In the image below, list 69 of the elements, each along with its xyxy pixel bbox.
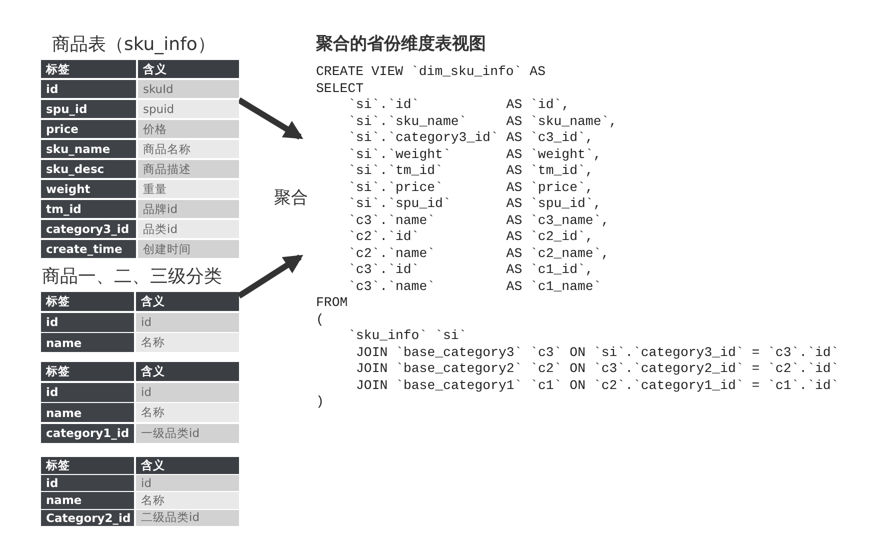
field-name: id [41, 312, 134, 332]
field-meaning: 商品名称 [138, 140, 239, 158]
column-header: 标签 [41, 292, 134, 311]
column-header: 含义 [136, 362, 239, 381]
sql-code-line: JOIN `base_category2` `c2` ON `c3`.`category2_id` = `c2`.`id` [356, 361, 839, 378]
field-name: sku_desc [41, 160, 136, 178]
aggregate-label: 聚合 [274, 187, 308, 209]
sql-code-line: `c3`.`name` AS `c3_name`, [348, 212, 610, 229]
view-title: 聚合的省份维度表视图 [316, 33, 486, 55]
field-meaning: id [136, 382, 239, 402]
sql-code-line: FROM [316, 295, 348, 312]
field-name: id [41, 474, 134, 491]
field-meaning: 创建时间 [138, 240, 239, 258]
table-title: 商品一、二、三级分类 [42, 265, 222, 288]
column-header: 标签 [41, 362, 134, 381]
field-name: category3_id [41, 220, 136, 238]
field-meaning: id [136, 312, 239, 332]
sql-code-line: ) [316, 394, 324, 410]
field-meaning: 二级品类id [136, 510, 239, 526]
field-meaning: spuid [138, 100, 239, 118]
field-meaning: id [136, 474, 239, 491]
sql-code-line: `si`.`category3_id` AS `c3_id`, [348, 130, 594, 146]
sql-code-line: `c2`.`id` AS `c2_id`, [348, 229, 594, 246]
field-name: weight [41, 180, 136, 198]
sql-code-line: `si`.`sku_name` AS `sku_name`, [348, 114, 618, 130]
sql-code-line: `c3`.`id` AS `c1_id`, [348, 262, 594, 278]
field-meaning: 重量 [138, 180, 239, 198]
field-name: Category2_id [41, 510, 134, 526]
field-meaning: skuId [138, 80, 239, 98]
sql-code-line: `sku_info` `si` [348, 328, 467, 344]
sql-code-line: JOIN `base_category3` `c3` ON `si`.`category3_id` = `c3`.`id` [356, 344, 839, 361]
field-meaning: 品类id [138, 220, 239, 238]
field-name: id [41, 382, 134, 402]
column-header: 含义 [138, 60, 239, 78]
field-meaning: 品牌id [138, 200, 239, 218]
field-name: create_time [41, 240, 136, 258]
sql-code-line: ( [316, 312, 324, 328]
field-name: tm_id [41, 200, 136, 218]
column-header: 标签 [41, 60, 136, 78]
sql-code-line: `si`.`tm_id` AS `tm_id`, [348, 163, 594, 180]
sql-code-line: SELECT [316, 80, 364, 97]
field-name: name [41, 403, 134, 422]
field-name: price [41, 120, 136, 138]
sql-code-line: `c2`.`name` AS `c2_name`, [348, 246, 610, 262]
sql-code-line: `c3`.`name` AS `c1_name` [348, 278, 602, 295]
sql-code-line: `si`.`spu_id` AS `spu_id`, [348, 196, 602, 212]
field-meaning: 名称 [136, 403, 239, 422]
column-header: 标签 [41, 457, 134, 474]
sql-code-line: `si`.`weight` AS `weight`, [348, 146, 602, 163]
field-name: sku_name [41, 140, 136, 158]
column-header: 含义 [136, 457, 239, 474]
field-meaning: 名称 [136, 492, 239, 508]
sql-code-line: `si`.`id` AS `id`, [348, 97, 570, 114]
field-name: name [41, 492, 134, 508]
sql-code-line: JOIN `base_category1` `c1` ON `c2`.`category1_id` = `c1`.`id` [356, 378, 839, 394]
field-meaning: 名称 [136, 333, 239, 352]
arrow [237, 254, 304, 299]
field-meaning: 价格 [138, 120, 239, 138]
column-header: 含义 [136, 292, 239, 311]
field-name: name [41, 333, 134, 352]
field-name: spu_id [41, 100, 136, 118]
table-title: 商品表（sku_info） [52, 33, 216, 56]
field-name: category1_id [41, 424, 134, 442]
arrow [237, 97, 304, 140]
sql-code-line: `si`.`price` AS `price`, [348, 180, 594, 196]
sql-code-line: CREATE VIEW `dim_sku_info` AS [316, 64, 546, 80]
field-name: id [41, 80, 136, 98]
field-meaning: 商品描述 [138, 160, 239, 178]
field-meaning: 一级品类id [136, 424, 239, 442]
